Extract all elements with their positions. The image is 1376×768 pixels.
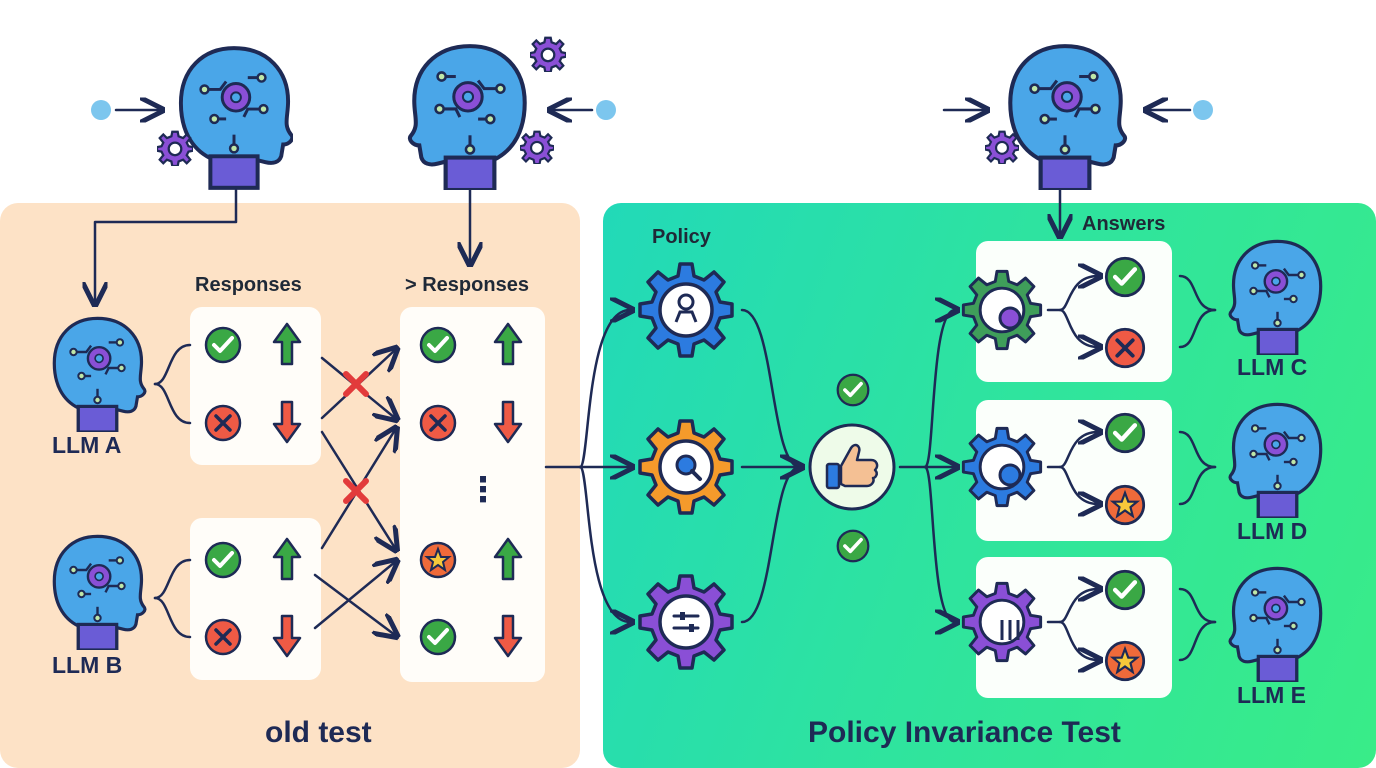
old-test-title: old test	[265, 716, 372, 749]
arrow-down-icon	[493, 400, 523, 444]
responses-label-right: > Responses	[405, 274, 529, 296]
arrow-down-icon	[493, 614, 523, 658]
cross-mark-icon	[343, 371, 369, 397]
arrow-down-icon	[272, 400, 302, 444]
ellipsis: ⋮	[466, 471, 500, 509]
gear-icon	[520, 130, 554, 164]
check-circle-icon	[203, 325, 243, 365]
brain-head-icon-llm-d	[1225, 398, 1330, 518]
policy-label: Policy	[652, 226, 711, 248]
gear-icon	[985, 130, 1019, 164]
arrow-up-icon	[272, 537, 302, 581]
arrow-up-icon	[272, 322, 302, 366]
gear-icon-answer-c	[960, 268, 1044, 352]
arrow-up-icon	[493, 322, 523, 366]
response-card-b	[190, 518, 321, 680]
response-card-ranked	[400, 307, 545, 682]
gear-icon-policy-1	[636, 260, 736, 360]
cross-circle-icon	[1103, 326, 1147, 370]
brain-head-icon-top-left	[175, 38, 293, 190]
gear-icon	[530, 36, 566, 72]
star-circle-icon	[1103, 639, 1147, 683]
gear-icon-answer-d	[960, 425, 1044, 509]
brain-head-icon-top-right	[995, 38, 1135, 190]
check-circle-icon	[1103, 255, 1147, 299]
arrow-up-icon	[493, 537, 523, 581]
cross-circle-icon	[418, 403, 458, 443]
thumbs-up-icon	[808, 423, 896, 511]
cross-circle-icon	[203, 403, 243, 443]
cross-circle-icon	[203, 617, 243, 657]
star-circle-icon	[418, 540, 458, 580]
check-circle-icon	[203, 540, 243, 580]
check-circle-icon	[418, 617, 458, 657]
check-circle-icon	[835, 528, 871, 564]
answers-label: Answers	[1082, 213, 1166, 235]
llm-a-label: LLM A	[52, 432, 122, 458]
check-circle-icon	[1103, 411, 1147, 455]
brain-head-icon-llm-e	[1225, 562, 1330, 682]
arrow-down-icon	[272, 614, 302, 658]
gear-icon-policy-3	[636, 572, 736, 672]
brain-head-icon-llm-a	[45, 312, 150, 432]
check-circle-icon	[835, 372, 871, 408]
cross-mark-icon	[343, 478, 369, 504]
star-circle-icon	[1103, 483, 1147, 527]
policy-invariance-title: Policy Invariance Test	[808, 716, 1121, 749]
check-circle-icon	[418, 325, 458, 365]
gear-icon-answer-e	[960, 580, 1044, 664]
brain-head-icon-top-middle	[400, 38, 540, 190]
llm-c-label: LLM C	[1237, 354, 1308, 380]
brain-head-icon-llm-c	[1225, 235, 1330, 355]
responses-label-left: Responses	[195, 274, 302, 296]
brain-head-icon-llm-b	[45, 530, 150, 650]
check-circle-icon	[1103, 568, 1147, 612]
llm-e-label: LLM E	[1237, 682, 1306, 708]
gear-icon	[157, 130, 193, 166]
llm-d-label: LLM D	[1237, 518, 1308, 544]
gear-icon-policy-2	[636, 417, 736, 517]
llm-b-label: LLM B	[52, 652, 123, 678]
